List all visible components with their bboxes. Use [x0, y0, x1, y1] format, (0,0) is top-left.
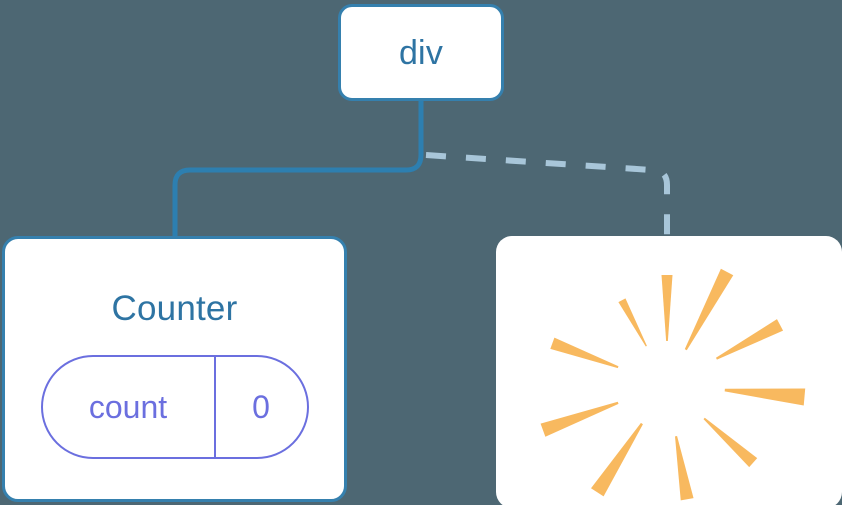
burst-ray-9	[550, 337, 619, 369]
render-burst-icon	[540, 268, 806, 501]
burst-ray-10	[618, 298, 647, 347]
edge-root-to-counter	[172, 97, 424, 243]
burst-ray-5	[703, 417, 758, 468]
state-key-label: count	[43, 357, 216, 457]
burst-ray-4	[724, 388, 806, 406]
burst-ray-7	[591, 422, 643, 497]
state-pill-count[interactable]: count 0	[40, 355, 309, 459]
burst-ray-2	[684, 268, 734, 351]
burst-ray-8	[540, 401, 619, 437]
burst-ray-3	[715, 319, 784, 360]
node-div[interactable]: div	[338, 4, 504, 101]
burst-ray-6	[675, 436, 694, 501]
state-value-label: 0	[252, 389, 270, 425]
node-counter-label: Counter	[111, 289, 238, 328]
node-counter[interactable]: Counter count 0	[2, 236, 347, 502]
node-burst[interactable]	[496, 236, 842, 505]
edge-root-to-burst	[425, 152, 670, 240]
burst-ray-1	[661, 275, 673, 341]
node-div-label: div	[398, 33, 444, 72]
